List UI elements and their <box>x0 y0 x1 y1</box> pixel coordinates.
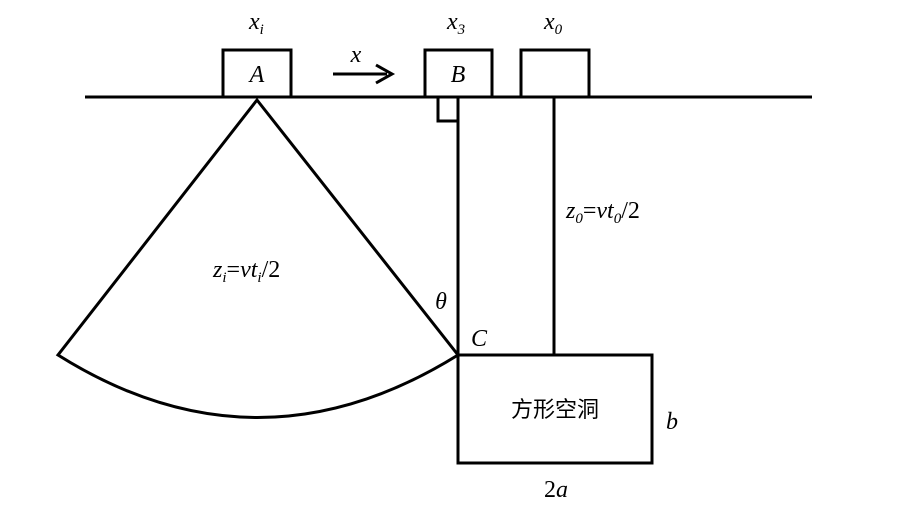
right-angle-marker <box>436 97 458 123</box>
depth-zi-formula: zi=vti/2 <box>212 257 280 286</box>
direction-arrow-icon <box>333 63 396 85</box>
transducer-0-position-label: x0 <box>543 9 563 38</box>
direction-label: x <box>350 42 362 68</box>
depth-z0-formula: z0=vt0/2 <box>565 198 640 227</box>
transducer-a-letter: A <box>248 62 265 88</box>
transducer-0-box <box>519 48 591 99</box>
cavity-width-label: 2a <box>544 477 568 503</box>
cavity-height-label: b <box>666 409 678 435</box>
cavity-label: 方形空洞 <box>511 398 599 423</box>
transducer-b-letter: B <box>451 62 466 88</box>
corner-c-label: C <box>471 326 488 352</box>
transducer-a-box <box>221 48 293 99</box>
transducer-a-position-label: xi <box>248 9 264 38</box>
transducer-b-position-label: x3 <box>446 9 465 38</box>
angle-theta-label: θ <box>435 289 447 315</box>
wavefront-sector <box>55 97 461 419</box>
square-cavity <box>456 353 654 465</box>
